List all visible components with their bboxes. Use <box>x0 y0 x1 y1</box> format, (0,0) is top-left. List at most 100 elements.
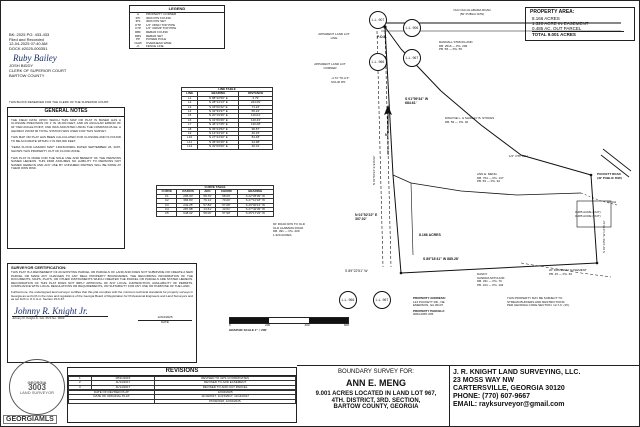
surveyor-signature: Johnny R. Knight Jr. <box>14 305 88 316</box>
line-table-title: LINE TABLE <box>181 86 273 93</box>
boundary-title-block: BOUNDARY SURVEY FOR: ANN E. MENG 9.001 A… <box>301 369 451 411</box>
clerk-name: JOSH BIDDY <box>9 63 34 69</box>
property-area-line: TOTAL 9.001 ACRES <box>532 31 624 37</box>
property-area-title: PROPERTY AREA: <box>530 9 575 15</box>
cert-title: SURVEYOR CERTIFICATION: <box>11 264 67 270</box>
title-legal-2: 4TH. DISTRICT, 3RD. SECTION, <box>331 397 421 404</box>
scale-tick: 0 <box>229 323 231 327</box>
legend-row: -X-FENCE LINE <box>130 45 224 49</box>
line-table-cell: 40.01' <box>238 144 273 150</box>
label-ann-meng-owner: ANN E. MENG DB. 704 — PG. 137 PB. 59 — P… <box>477 172 504 184</box>
line-table-cell: L12 <box>180 144 199 150</box>
property-area-line: 8.166 ACRES <box>532 15 560 21</box>
surveyor-certification-box: SURVEYOR CERTIFICATION: THIS PLAT IS A R… <box>7 263 197 363</box>
plat-dates-table: DATE OF REVISED PLAT: 12/04/2025 DATE OF… <box>67 389 296 405</box>
legend-label: REBAR FOUND <box>146 30 168 35</box>
legend-label: PROPERTY CORNER <box>146 12 177 17</box>
general-notes-title: GENERAL NOTES <box>8 108 124 117</box>
legend-label: OVERHEAD WIRE <box>146 40 172 45</box>
surveyor-seal: GEORGIA 3003 LAND SURVEYOR <box>9 359 65 415</box>
property-address-city: EMERSON, GA 30137 <box>413 303 444 308</box>
label-puckett-road: PUCKETT ROAD (40' PUBLIC R/W) <box>597 172 622 180</box>
land-lot-circle-906: L.L. 906 <box>403 19 421 37</box>
property-area-line: 0.485 AC. OUT PARCEL <box>532 26 582 32</box>
label-dwayne-stokes: DWAYNE L. & SHIRLEY B. STOKES DB. 59 — P… <box>445 116 495 124</box>
legend-symbol: OTP <box>134 22 142 27</box>
label-bearing-left: N 01°52'22" E 307.02' <box>355 213 378 222</box>
label-old-alabama-road: OLD OLD ALABAMA ROAD (50' PUBLIC R/W) <box>453 8 491 16</box>
general-note-paragraph: THIS MAP OR PLAT HAS BEEN CALCULATED FOR… <box>11 135 121 143</box>
curve-table-title: CURVE TABLE <box>156 184 274 191</box>
legend-row: IPF IRON PIN FOUND <box>130 15 224 21</box>
general-note-paragraph: "FEMA FLOOD HAZARD MAP" 13015C0090G DATE… <box>11 145 121 153</box>
label-apparent-land-lot-corner: APPARENT LAND LOT CORNER <box>314 62 346 70</box>
restrictions-line-1: THIS PROPERTY MAY BE SUBJECT TO <box>507 296 563 300</box>
curve-table-cell: 648.02' <box>176 211 200 217</box>
land-lot-circle-967-top: L.L. 967 <box>403 49 421 67</box>
legend-label: 1/2" CRIMP TOP PIPE <box>146 26 177 31</box>
legend-symbol: RBF <box>135 30 141 35</box>
label-north: N <box>385 133 388 137</box>
property-parcel-label: PROPERTY PARCEL#: <box>413 308 446 313</box>
label-bearing-bottom-left: S 89°22'51" W <box>345 269 368 273</box>
label-driveway-easement: 20' DRIVEWAY EASEMENT PB. 45 — PG. 66 <box>549 268 587 276</box>
title-for-label: BOUNDARY SURVEY FOR: <box>338 369 414 375</box>
label-bearing-s0159: S 01°59'34" W 684.61' <box>405 97 429 106</box>
legend-symbol: IPF <box>135 15 141 20</box>
label-bearing-left-vertical: N 01°59'34" E 946.02' <box>372 155 376 185</box>
graphic-scale-label: GRAPHIC SCALE 1" = 200' <box>229 327 267 332</box>
property-area-box: PROPERTY AREA: 8.166 ACRES1.320 ACRE IN … <box>525 7 635 41</box>
clerk-signature: Ruby Bailey <box>13 53 57 64</box>
legend-title: LEGEND <box>130 6 224 13</box>
label-otp-alu: 1/2" OTP ALU. <box>509 154 529 158</box>
land-lot-circle-966-bottom: L.L. 966 <box>339 291 357 309</box>
property-address-label: PROPERTY ADDRESS: <box>413 296 446 300</box>
deed-book-page: BK: 2025 PG: 433-433 <box>9 32 50 37</box>
label-bearing-right-vertical: S 01°14'51" W 1,078.12' <box>602 220 606 253</box>
general-notes-box: GENERAL NOTES THE FIELD DATA UPON WHICH … <box>7 107 125 249</box>
general-note-paragraph: THE FIELD DATA UPON WHICH THIS MAP OR PL… <box>11 117 121 133</box>
legend-label: REBAR SET <box>146 33 164 38</box>
deed-filed: Filed and Recorded <box>9 36 44 42</box>
label-acreage: 8.166 ACRES <box>419 233 441 237</box>
legend-symbol: RBS <box>134 33 142 38</box>
title-owner: ANN E. MENG <box>345 377 406 388</box>
legend-symbol: ● <box>137 12 139 17</box>
legend-label: 1/2" OPEN TOP PIPE <box>146 22 176 27</box>
title-legal-3: BARTOW COUNTY, GEORGIA <box>333 404 419 411</box>
deed-recording-block: BK: 2025 PG: 433-433 Filed and Recorded … <box>9 32 123 78</box>
clerk-county: BARTOW COUNTY <box>9 72 45 78</box>
land-lot-circle-967-bottom: L.L. 967 <box>373 291 391 309</box>
scale-tick: 400 <box>304 323 310 327</box>
legend-row: ● PROPERTY CORNER <box>130 12 224 17</box>
curve-table-cell: 57.98' <box>215 211 238 217</box>
firm-city: CARTERSVILLE, GEORGIA 30120 <box>453 385 565 392</box>
restrictions-line-3: PER GEORGIA CODE SECTION. 12-7-6. (15). <box>507 303 570 308</box>
surveyor-name-license: Johnny R. Knight Jr. GA. PLS No. 3003 <box>12 315 108 321</box>
legend-symbol: OHW <box>134 40 142 45</box>
property-parcel-number: 0084-0087-005 <box>413 312 434 317</box>
legend-row: OHW OVERHEAD WIRE <box>130 40 224 46</box>
cert-body: THIS PLAT IS A REFINEMENT OF AN EXISTING… <box>11 270 193 289</box>
firm-phone: PHONE: (770) 607-9667 <box>453 393 531 400</box>
revisions-title: REVISIONS <box>68 368 296 376</box>
line-table-cell: N 32°00'00" E <box>197 144 240 150</box>
original-plat-label: DATE OF ORIGINAL PLAT: <box>67 394 156 400</box>
curve-table-cell: S 25°17'23" W <box>236 211 275 217</box>
title-legal-1: 9.001 ACRES LOCATED IN LAND LOT 967, <box>315 390 437 397</box>
revision-cell: 3 <box>68 384 92 391</box>
legend-label: IRON PIN FOUND <box>146 15 171 20</box>
georgiamls-watermark: GEORGIAMLS <box>3 415 57 424</box>
curve-table-cell: 58.00' <box>198 211 217 217</box>
label-out-parcel: 0.485 ACRE (OUT) 0.485 ACRE (OUT) <box>575 210 601 218</box>
